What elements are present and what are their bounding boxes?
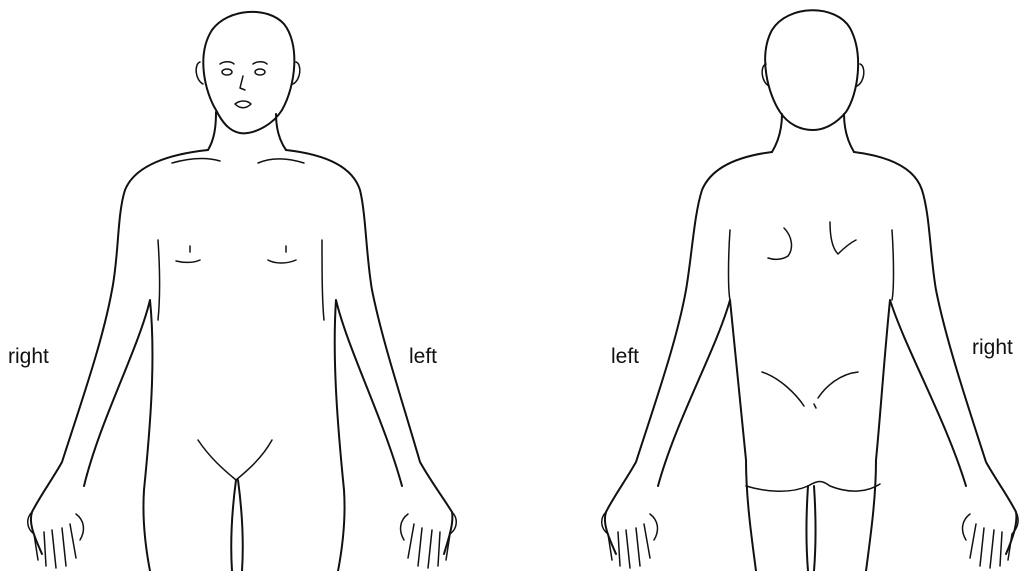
- front-right-label: right: [8, 346, 49, 367]
- front-nose: [240, 76, 245, 90]
- front-groin: [198, 440, 272, 480]
- back-figure: [602, 10, 1018, 571]
- front-head: [203, 12, 294, 133]
- back-inner-leg-right: [814, 486, 816, 571]
- back-head: [765, 10, 858, 130]
- front-nipple-left: [268, 246, 296, 263]
- back-hand-right: [963, 512, 1019, 568]
- front-figure: [28, 12, 457, 571]
- front-ear-right: [196, 62, 203, 84]
- front-neck-right: [208, 112, 216, 150]
- front-nipple-right: [176, 246, 200, 262]
- back-armpit-right: [892, 230, 894, 300]
- front-armpit-left: [322, 240, 324, 320]
- front-clavicle-right: [172, 159, 220, 163]
- front-eye-left: [255, 69, 265, 75]
- back-buttocks: [746, 482, 880, 492]
- front-left-label: left: [409, 346, 437, 367]
- back-armpit-left: [729, 230, 731, 300]
- back-scapula-right: [830, 222, 856, 254]
- back-neck-right: [844, 114, 854, 152]
- back-body-outline: [605, 152, 1016, 571]
- front-armpit-right: [158, 240, 160, 320]
- front-eye-right: [222, 69, 232, 75]
- back-neck-left: [772, 114, 782, 152]
- back-lumbar: [762, 372, 858, 408]
- front-inner-leg-right: [231, 480, 236, 571]
- back-inner-leg-left: [807, 486, 809, 571]
- back-left-label: left: [611, 346, 639, 367]
- front-clavicle-left: [258, 159, 304, 163]
- front-neck-left: [276, 114, 286, 150]
- front-brow-right: [220, 62, 234, 64]
- front-brow-left: [253, 62, 267, 64]
- front-mouth: [235, 101, 251, 108]
- back-right-label: right: [972, 337, 1013, 358]
- back-scapula-left: [768, 228, 791, 259]
- front-inner-leg-left: [238, 480, 243, 571]
